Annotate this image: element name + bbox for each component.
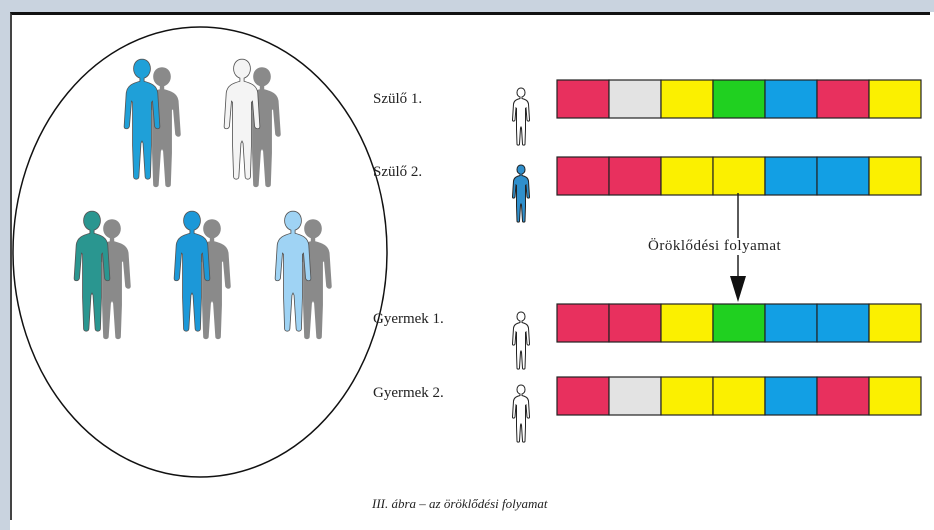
parent1-chromosome [557,80,921,118]
child2-gene-1 [557,377,609,415]
parent2-gene-2 [609,157,661,195]
parent2-gene-7 [869,157,921,195]
parent2-gene-1 [557,157,609,195]
parent2-label: Szülő 2. [373,164,422,181]
parent1-small-person-icon [513,88,530,145]
child2-label: Gyermek 2. [373,385,444,402]
child1-gene-6 [817,304,869,342]
child1-gene-3 [661,304,713,342]
parent1-gene-7 [869,80,921,118]
child2-gene-4 [713,377,765,415]
child1-gene-4 [713,304,765,342]
process-label: Öröklődési folyamat [646,238,783,255]
child1-small-person-icon [513,312,530,369]
parent1-gene-2 [609,80,661,118]
parent1-label: Szülő 1. [373,91,422,108]
child2-gene-7 [869,377,921,415]
parent2-gene-6 [817,157,869,195]
child2-gene-2 [609,377,661,415]
child1-gene-2 [609,304,661,342]
parent2-gene-3 [661,157,713,195]
figure-caption: III. ábra – az öröklődési folyamat [372,496,547,512]
child1-chromosome [557,304,921,342]
parent2-gene-4 [713,157,765,195]
child1-gene-5 [765,304,817,342]
child2-gene-6 [817,377,869,415]
child2-chromosome [557,377,921,415]
inheritance-arrow-head [730,276,746,302]
parent1-gene-4 [713,80,765,118]
child1-gene-1 [557,304,609,342]
parent1-gene-5 [765,80,817,118]
child2-gene-5 [765,377,817,415]
child1-gene-7 [869,304,921,342]
parent1-gene-3 [661,80,713,118]
parent1-gene-1 [557,80,609,118]
parent2-chromosome [557,157,921,195]
child2-small-person-icon [513,385,530,442]
child2-gene-3 [661,377,713,415]
parent1-gene-6 [817,80,869,118]
parent2-small-person-icon [513,165,530,222]
parent2-gene-5 [765,157,817,195]
child1-label: Gyermek 1. [373,311,444,328]
